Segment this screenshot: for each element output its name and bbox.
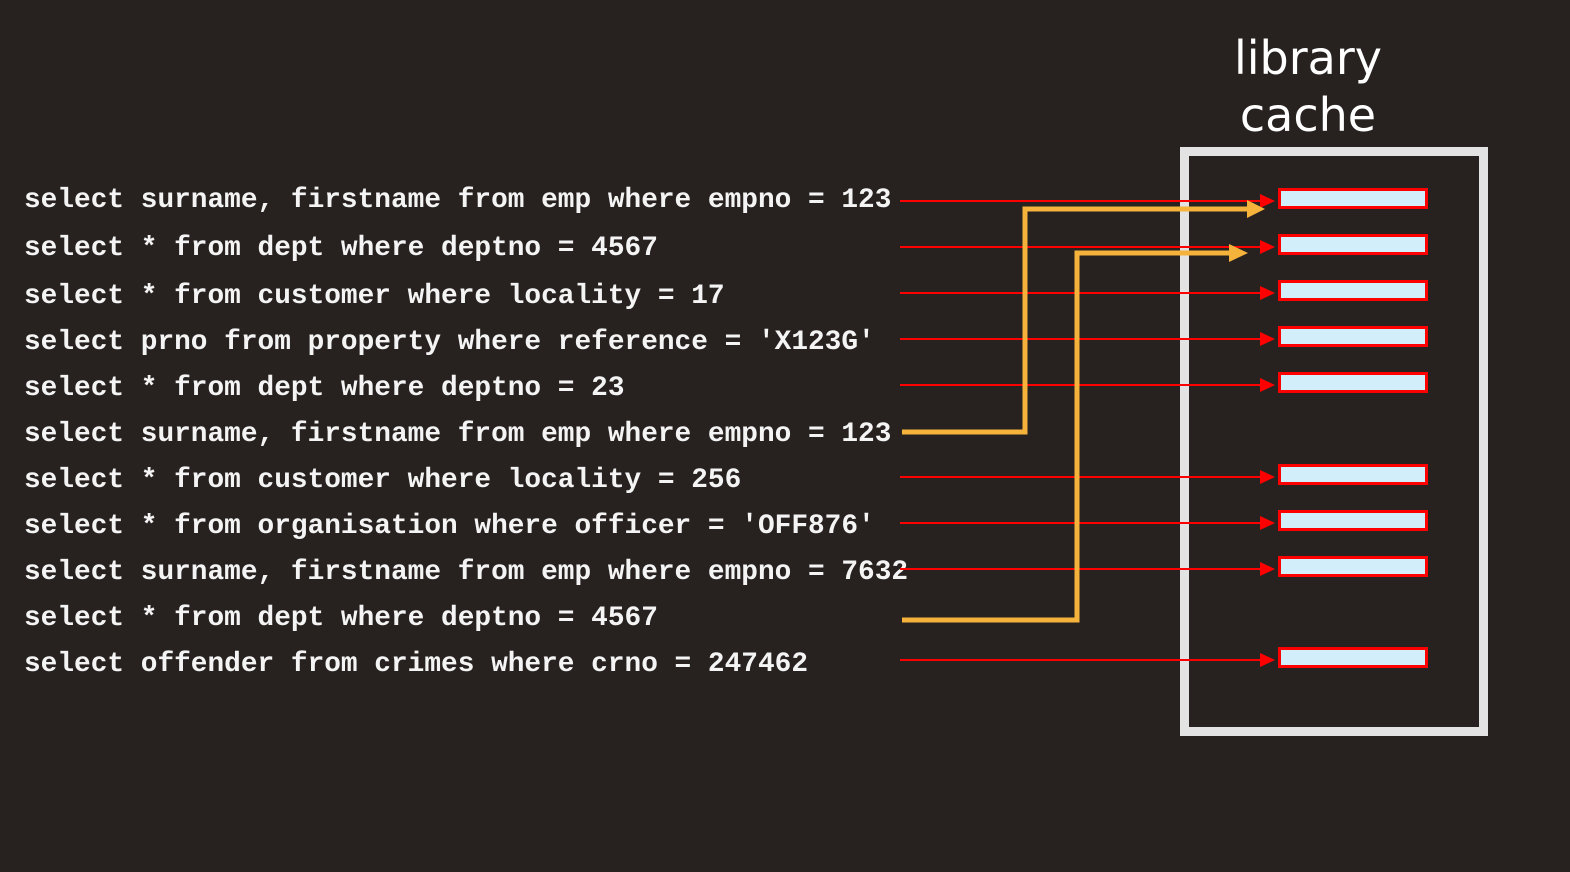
orange-arrow-icon xyxy=(902,244,1248,623)
sql-statement-7: select * from customer where locality = … xyxy=(24,465,742,496)
library-cache-title: library cache xyxy=(1180,30,1436,144)
sql-statement-3: select * from customer where locality = … xyxy=(24,281,725,312)
cache-entry-2 xyxy=(1278,234,1428,255)
red-arrows xyxy=(900,194,1275,667)
sql-statement-1: select surname, firstname from emp where… xyxy=(24,185,892,216)
sql-statement-9: select surname, firstname from emp where… xyxy=(24,557,909,588)
sql-statement-8: select * from organisation where officer… xyxy=(24,511,875,542)
sql-statement-2: select * from dept where deptno = 4567 xyxy=(24,233,658,264)
title-line-2: cache xyxy=(1239,88,1377,142)
sql-statement-5: select * from dept where deptno = 23 xyxy=(24,373,625,404)
sql-statement-6: select surname, firstname from emp where… xyxy=(24,419,892,450)
title-line-1: library xyxy=(1234,31,1382,85)
cache-entry-5 xyxy=(1278,372,1428,393)
red-arrow-icon xyxy=(900,470,1275,484)
cache-entry-7 xyxy=(1278,510,1428,531)
cache-entry-4 xyxy=(1278,326,1428,347)
sql-statement-11: select offender from crimes where crno =… xyxy=(24,649,808,680)
red-arrow-icon xyxy=(900,286,1275,300)
sql-statement-4: select prno from property where referenc… xyxy=(24,327,875,358)
red-arrow-icon xyxy=(900,194,1275,208)
red-arrow-icon xyxy=(900,378,1275,392)
cache-entry-8 xyxy=(1278,556,1428,577)
cache-entry-1 xyxy=(1278,188,1428,209)
red-arrow-icon xyxy=(900,240,1275,254)
sql-statement-10: select * from dept where deptno = 4567 xyxy=(24,603,658,634)
cache-entry-9 xyxy=(1278,647,1428,668)
red-arrow-icon xyxy=(900,516,1275,530)
red-arrow-icon xyxy=(900,562,1275,576)
library-cache-box xyxy=(1180,147,1488,736)
orange-arrow-icon xyxy=(902,200,1265,435)
red-arrow-icon xyxy=(900,332,1275,346)
orange-reuse-arrows xyxy=(902,200,1265,623)
cache-entry-6 xyxy=(1278,464,1428,485)
cache-entry-3 xyxy=(1278,280,1428,301)
red-arrow-icon xyxy=(900,653,1275,667)
